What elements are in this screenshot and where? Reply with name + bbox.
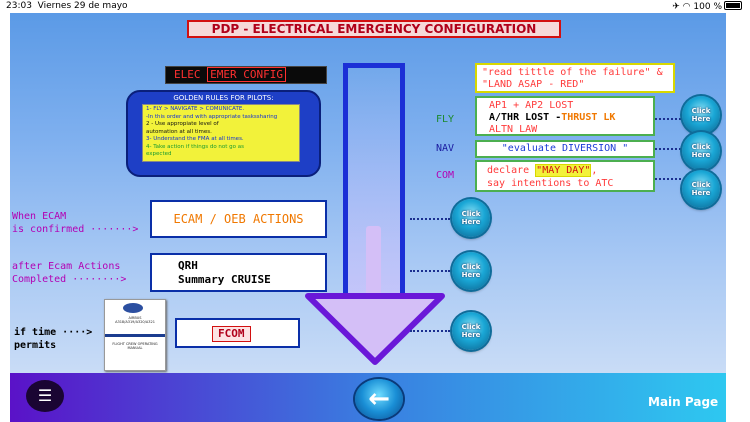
- dotted-connector: [410, 270, 450, 272]
- dotted-connector: [655, 148, 681, 150]
- thrust-lk-label: THRUST LK: [561, 112, 616, 123]
- ap-line-1: AP1 + AP2 LOST: [489, 100, 574, 111]
- click-here-label: Click Here: [691, 143, 711, 159]
- if-time-line-1: if time: [14, 327, 57, 338]
- back-arrow-icon: ←: [368, 384, 390, 414]
- when-ecam-line-2: is confirmed: [12, 224, 85, 235]
- elec-display: ELEC EMER CONFIG: [165, 66, 327, 84]
- altn-law-label: ALTN LAW: [489, 124, 538, 135]
- menu-button[interactable]: ☰: [26, 380, 64, 412]
- dotted-connector: [410, 218, 450, 220]
- page-title: PDP - ELECTRICAL EMERGENCY CONFIGURATION: [187, 20, 561, 38]
- com-label: COM: [436, 170, 455, 181]
- status-time: 23:03: [6, 1, 32, 11]
- click-here-label: Click Here: [691, 107, 711, 123]
- flow-arrow-shaft: [343, 63, 405, 303]
- click-here-label: Click Here: [691, 181, 711, 197]
- golden-rule-line: 4- Take action if things do not go as: [146, 143, 245, 150]
- mayday-box: declare "MAY DAY", say intentions to ATC: [475, 160, 655, 192]
- click-here-button-fcom[interactable]: Click Here: [452, 312, 490, 350]
- after-ecam-label: after Ecam Actions Completed ········>: [12, 260, 126, 286]
- click-here-button-ecam[interactable]: Click Here: [452, 199, 490, 237]
- airbus-logo: [123, 303, 143, 313]
- after-ecam-line-2: Completed: [12, 274, 67, 285]
- dotted-connector: [655, 118, 681, 120]
- manual-model: A318/A319/A320/A321: [115, 320, 155, 324]
- when-ecam-line-2-row: is confirmed ·······>: [12, 223, 138, 236]
- when-ecam-label: When ECAM is confirmed ·······>: [12, 210, 138, 236]
- if-time-permits-label: if time ····> permits: [14, 326, 92, 352]
- golden-rules-panel: GOLDEN RULES FOR PILOTS: 1- FLY > NAVIGA…: [126, 90, 321, 177]
- flow-arrow-inner: [366, 226, 381, 306]
- golden-rule-line: 1- FLY > NAVIGATE > COMUNICATE.: [146, 106, 245, 112]
- dotted-arrow: ········>: [66, 274, 127, 285]
- qrh-label: QRH: [178, 259, 198, 272]
- status-time-date: 23:03 Viernes 29 de mayo: [6, 1, 128, 11]
- click-here-label: Click Here: [461, 210, 481, 226]
- dotted-arrow: ····>: [56, 327, 93, 338]
- flow-arrow-head: [305, 293, 445, 365]
- golden-rule-line: automation at all times.: [146, 128, 212, 135]
- click-here-button-diversion[interactable]: Click Here: [682, 132, 720, 170]
- when-ecam-line-1: When ECAM: [12, 211, 67, 222]
- intentions-label: say intentions to ATC: [487, 178, 614, 189]
- qrh-summary-box[interactable]: QRH Summary CRUISE: [150, 253, 327, 292]
- dotted-arrow: ·······>: [84, 224, 139, 235]
- golden-rule-line: 3- Understand the FMA at all times.: [146, 136, 244, 142]
- read-failure-box: "read tittle of the failure" & "LAND ASA…: [475, 63, 675, 93]
- status-bar: 23:03 Viernes 29 de mayo ✈ ◠ 100 %: [0, 0, 750, 13]
- main-page-link[interactable]: Main Page: [648, 395, 719, 409]
- manual-logo-text: AIRBUS: [128, 316, 142, 320]
- status-right: ✈ ◠ 100 %: [672, 1, 742, 12]
- battery-percent: 100 %: [693, 2, 722, 12]
- status-date: Viernes 29 de mayo: [37, 1, 128, 11]
- battery-icon: [724, 1, 742, 10]
- if-time-row: if time ····>: [14, 326, 92, 339]
- dotted-connector: [655, 178, 681, 180]
- after-ecam-line-1: after Ecam Actions: [12, 261, 121, 272]
- declare-label: declare: [487, 165, 536, 176]
- menu-icon: ☰: [37, 386, 53, 405]
- manual-title: FLIGHT CREW OPERATING MANUAL: [112, 342, 158, 350]
- after-ecam-line-2-row: Completed ········>: [12, 273, 126, 286]
- mayday-highlight: "MAY DAY": [535, 164, 592, 177]
- summary-cruise-label: Summary CRUISE: [178, 273, 271, 286]
- autopilot-lost-box: AP1 + AP2 LOST A/THR LOST -THRUST LK ALT…: [475, 96, 655, 136]
- airplane-icon: ✈: [672, 2, 680, 12]
- mayday-comma: ,: [591, 165, 598, 176]
- fcom-label: FCOM: [212, 326, 251, 342]
- golden-rules-title: GOLDEN RULES FOR PILOTS:: [173, 94, 274, 102]
- ecam-oeb-actions-box[interactable]: ECAM / OEB ACTIONS: [150, 200, 327, 238]
- emer-config-label: EMER CONFIG: [207, 67, 286, 82]
- dotted-connector: [410, 330, 450, 332]
- read-line-2: "LAND ASAP - RED": [482, 79, 585, 90]
- click-here-button-mayday[interactable]: Click Here: [682, 170, 720, 208]
- fly-label: FLY: [436, 114, 455, 125]
- manual-bar: [105, 334, 165, 337]
- back-button[interactable]: ←: [355, 379, 403, 419]
- golden-rule-line: -In this order and with appropriate task…: [146, 113, 278, 120]
- elec-label: ELEC: [174, 68, 201, 81]
- wifi-icon: ◠: [682, 2, 691, 12]
- read-line-1: "read tittle of the failure" &: [482, 67, 663, 78]
- click-here-label: Click Here: [461, 323, 481, 339]
- diversion-box: "evaluate DIVERSION ": [475, 140, 655, 158]
- athr-lost-label: A/THR LOST -: [489, 112, 562, 123]
- nav-label: NAV: [436, 143, 455, 154]
- click-here-button-qrh[interactable]: Click Here: [452, 252, 490, 290]
- click-here-button-ap[interactable]: Click Here: [682, 96, 720, 134]
- if-time-line-2: permits: [14, 340, 57, 351]
- golden-rule-line: 2 - Use appropiate level of: [146, 121, 219, 127]
- golden-rule-line: expected: [146, 151, 172, 157]
- fcom-box[interactable]: FCOM: [175, 318, 300, 348]
- golden-rules-list: 1- FLY > NAVIGATE > COMUNICATE. -In this…: [142, 104, 300, 162]
- click-here-label: Click Here: [461, 263, 481, 279]
